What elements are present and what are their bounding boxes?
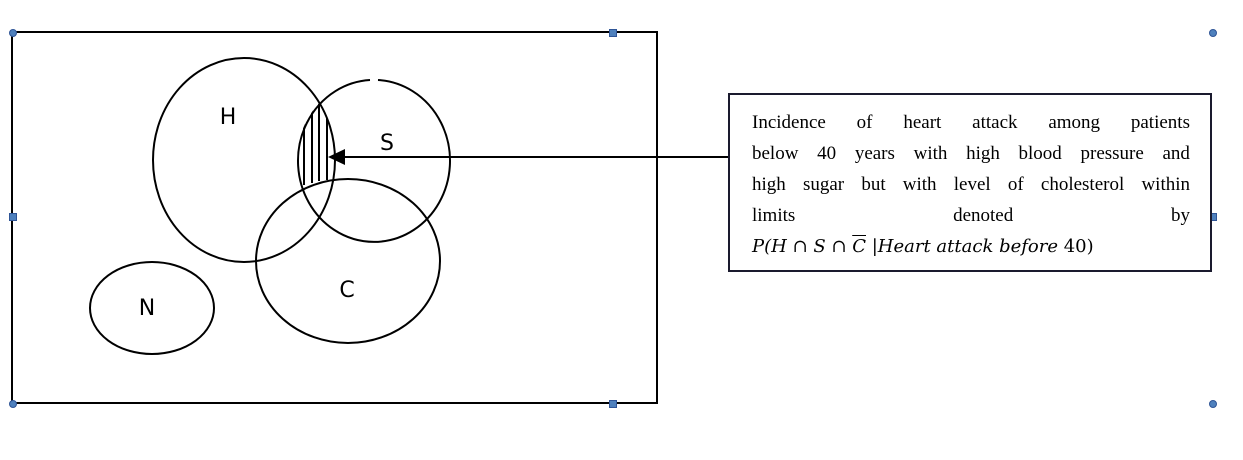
annotation-textbox[interactable]: Incidence of heart attack among patients… (728, 93, 1212, 272)
resize-handle[interactable] (9, 213, 17, 221)
word: high (966, 143, 1000, 164)
word: and (1162, 143, 1190, 164)
set-c-circle (255, 178, 441, 344)
annotation-line-4: limits denoted by (752, 200, 1190, 231)
probability-formula: P(H ∩ S ∩ C |Heart attack before 40) (752, 231, 1190, 262)
word: years (854, 143, 895, 164)
annotation-line-1: Incidence of heart attack among patients (752, 107, 1190, 138)
resize-handle[interactable] (1209, 29, 1217, 37)
set-h-circle (152, 57, 336, 263)
set-h-label: H (220, 105, 237, 130)
word: patients (1130, 112, 1190, 133)
formula-condition: |Heart attack before (866, 236, 1064, 257)
word: within (1141, 174, 1190, 195)
word: pressure (1080, 143, 1144, 164)
word: 40 (817, 143, 837, 164)
formula-prefix: P(H ∩ S ∩ (752, 236, 853, 257)
word: blood (1018, 143, 1062, 164)
word: below (752, 143, 799, 164)
resize-handle[interactable] (1209, 400, 1217, 408)
word: but (861, 174, 886, 195)
word: denoted (953, 205, 1014, 226)
word: of (1007, 174, 1024, 195)
arrow-head-icon (328, 149, 345, 165)
formula-complement: C (852, 236, 866, 257)
set-s-circle (297, 79, 451, 243)
resize-handle[interactable] (609, 400, 617, 408)
word: sugar (802, 174, 845, 195)
word: cholesterol (1040, 174, 1125, 195)
word: attack (972, 112, 1018, 133)
resize-handle[interactable] (9, 29, 17, 37)
set-n-label: N (139, 296, 155, 321)
word: heart (903, 112, 942, 133)
word: limits (752, 205, 796, 226)
word: of (856, 112, 873, 133)
word: with (902, 174, 937, 195)
word: level (953, 174, 991, 195)
resize-handle[interactable] (9, 400, 17, 408)
formula-number: 40 (1063, 236, 1087, 257)
word: high (752, 174, 786, 195)
word: among (1048, 112, 1101, 133)
universe-rectangle (11, 31, 658, 404)
word: by (1170, 205, 1190, 226)
set-s-label: S (380, 131, 394, 156)
set-n-circle (89, 261, 215, 355)
annotation-line-2: below 40 years with high blood pressure … (752, 138, 1190, 169)
word: Incidence (752, 112, 826, 133)
annotation-line-3: high sugar but with level of cholesterol… (752, 169, 1190, 200)
resize-handle[interactable] (609, 29, 617, 37)
formula-close: ) (1086, 236, 1094, 257)
set-c-label: C (339, 278, 354, 303)
word: with (913, 143, 948, 164)
